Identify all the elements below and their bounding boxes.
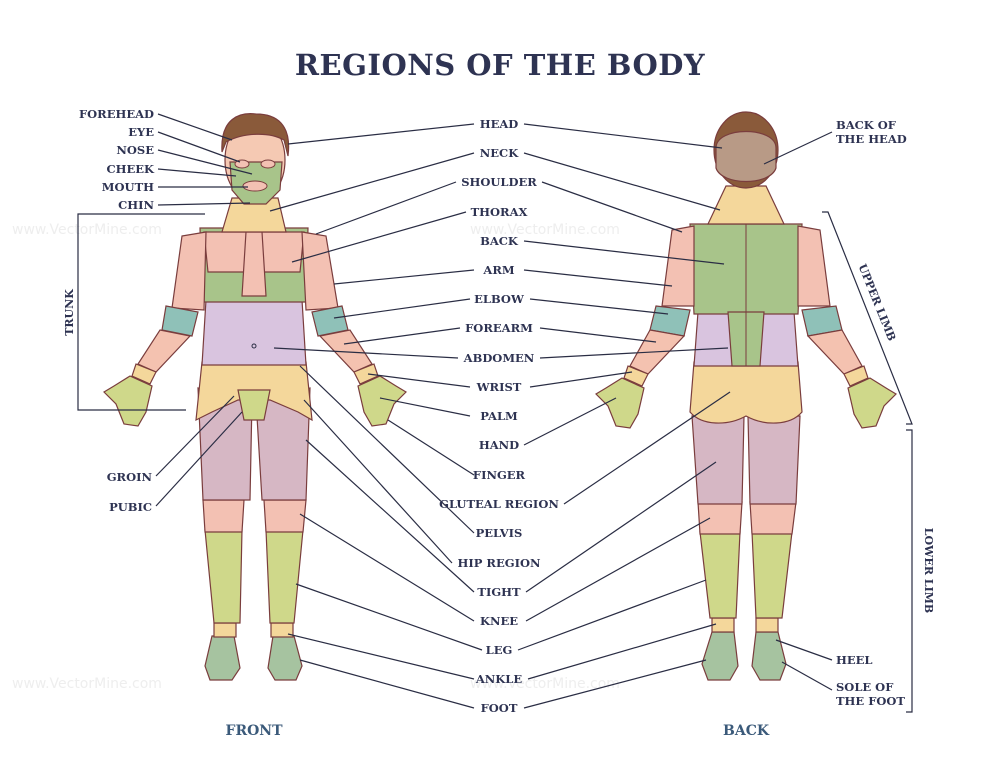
label-tight: TIGHT (477, 585, 521, 599)
back-left-foot (701, 631, 739, 681)
front-left-upper-arm (171, 231, 207, 311)
back-neck (707, 185, 785, 225)
front-right-forearm (318, 329, 373, 373)
front-left-leg (204, 529, 243, 624)
back-right-upper-arm (797, 225, 831, 307)
label-neck: NECK (479, 146, 519, 160)
label-gluteal-region: GLUTEAL REGION (439, 497, 559, 511)
front-left-forearm (137, 329, 192, 373)
label-knee: KNEE (479, 614, 519, 628)
front-right-leg (265, 529, 304, 624)
label-mouth: MOUTH (101, 180, 154, 194)
leader-lines (155, 113, 833, 709)
front-left-elbow (161, 305, 199, 337)
label-foot: FOOT (480, 701, 518, 715)
watermark: www.VectorMine.com (12, 222, 162, 238)
front-left-knee (202, 499, 245, 533)
view-label-back: BACK (722, 723, 770, 739)
front-left-foot (204, 635, 241, 681)
front-right-foot (267, 635, 303, 681)
front-right-upper-arm (301, 231, 339, 311)
label-lower-limb: LOWER LIMB (922, 527, 936, 614)
back-left-upper-arm (661, 225, 695, 307)
front-abdomen (201, 299, 307, 366)
front-left-ankle (213, 622, 237, 638)
back-right-leg (751, 531, 793, 619)
watermark: www.VectorMine.com (470, 676, 620, 692)
label-cheek: CHEEK (106, 162, 154, 176)
label-forehead: FOREHEAD (78, 107, 154, 121)
diagram-title: REGIONS OF THE BODY (294, 48, 706, 82)
front-right-wrist (353, 363, 379, 385)
label-groin: GROIN (106, 470, 152, 484)
back-figure (595, 111, 913, 713)
label-pelvis: PELVIS (475, 526, 523, 540)
watermark: www.VectorMine.com (12, 676, 162, 692)
back-left-leg (699, 531, 741, 619)
label-hip-region: HIP REGION (457, 556, 541, 570)
label-chin: CHIN (118, 198, 154, 212)
label-sole-of-the-foot: SOLE OF THE FOOT (836, 680, 905, 708)
back-right-forearm (806, 329, 863, 375)
watermark: www.VectorMine.com (470, 222, 620, 238)
front-hair (221, 113, 290, 157)
label-nose: NOSE (116, 143, 154, 157)
label-arm: ARM (483, 263, 515, 277)
label-pubic: PUBIC (109, 500, 152, 514)
back-gluteal (689, 361, 803, 424)
label-head: HEAD (479, 117, 519, 131)
label-wrist: WRIST (476, 380, 522, 394)
label-trunk: TRUNK (62, 289, 76, 336)
label-heel: HEEL (836, 653, 873, 667)
back-of-head-region (715, 131, 777, 183)
label-forearm: FOREARM (465, 321, 533, 335)
back-right-ankle (755, 617, 779, 633)
back-left-knee (697, 501, 743, 535)
label-back: BACK (480, 234, 518, 248)
back-left-ankle (711, 617, 735, 633)
label-abdomen: ABDOMEN (463, 351, 535, 365)
back-left-hand (595, 377, 645, 429)
back-left-thigh (691, 415, 745, 505)
back-right-hand (847, 377, 897, 429)
front-groin (237, 389, 271, 421)
label-ankle: ANKLE (475, 672, 523, 686)
back-right-foot (751, 631, 787, 681)
label-leg: LEG (485, 643, 513, 657)
front-left-hand (103, 375, 153, 427)
label-elbow: ELBOW (474, 292, 524, 306)
label-thorax: THORAX (470, 205, 528, 219)
back-left-wrist (623, 365, 649, 387)
label-finger: FINGER (472, 468, 526, 482)
label-shoulder: SHOULDER (461, 175, 537, 189)
back-right-knee (749, 501, 797, 535)
label-back-of-the-head: BACK OF THE HEAD (836, 118, 907, 146)
view-label-front: FRONT (225, 723, 283, 739)
front-right-knee (263, 499, 307, 533)
back-right-thigh (747, 415, 801, 505)
front-left-wrist (131, 363, 157, 385)
label-eye: EYE (128, 125, 154, 139)
label-hand: HAND (478, 438, 520, 452)
back-right-wrist (843, 365, 869, 387)
front-right-hand (357, 375, 407, 427)
label-palm: PALM (480, 409, 518, 423)
